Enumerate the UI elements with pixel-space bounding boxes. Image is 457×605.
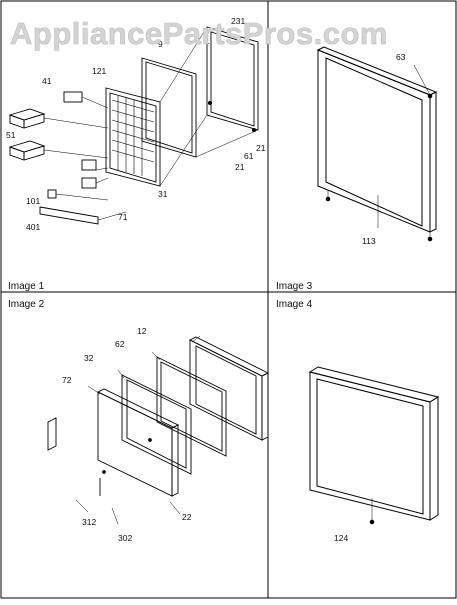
callout-72: 72 [62,375,72,385]
callout-121: 121 [92,66,106,76]
panel-label-image1: Image 1 [8,281,45,292]
bottom-door-shelf [39,206,99,225]
inner-door-panel [141,57,197,158]
dairy-bin [63,91,83,103]
callout-62: 62 [115,339,125,349]
callout-61: 61 [244,151,254,161]
callout-124: 124 [334,533,348,543]
shelf-bracket-lower [81,177,97,189]
callout-312: 312 [82,517,96,527]
door-shelf-lower [8,140,46,153]
callout-113: 113 [362,236,376,246]
callout-63: 63 [396,52,406,62]
callout-1: 1 [205,36,210,46]
image1-drawing [8,26,259,225]
callout-21a: 21 [256,143,266,153]
handle-312 [47,417,57,451]
callout-32: 32 [84,353,94,363]
image2-callouts: 12 62 32 72 312 302 22 [62,326,192,543]
gasket-62 [156,356,227,457]
door-frame-image3 [317,49,431,233]
panel-label-image2: Image 2 [8,299,45,310]
image2-drawing [47,335,270,525]
panel-label-image4: Image 4 [276,299,313,310]
callout-9: 9 [158,39,163,49]
door-frame-image4 [309,371,431,521]
callout-41: 41 [42,76,52,86]
shelf-bracket-upper [81,159,97,171]
callout-22: 22 [182,512,192,522]
image4-drawing [308,366,440,525]
callout-302: 302 [118,533,132,543]
callout-21b: 21 [235,162,245,172]
callout-231: 231 [231,16,245,26]
door-liner [105,87,161,187]
image4-callouts: 124 [334,533,348,543]
callout-12: 12 [137,326,147,336]
callout-401: 401 [26,222,40,232]
inner-frame-32 [121,374,192,475]
image1-callouts: 231 9 1 41 121 51 61 21 21 31 101 71 401 [6,16,266,232]
callout-51: 51 [6,130,16,140]
rear-gasket-frame [206,26,259,131]
shelf-end-cap [47,189,57,199]
image3-callouts: 63 113 [362,52,406,246]
callout-71: 71 [118,212,128,222]
image3-drawing [316,46,438,242]
door-shelf-upper [8,108,46,121]
panel-label-image3: Image 3 [276,281,313,292]
callout-101: 101 [26,196,40,206]
callout-31: 31 [158,189,168,199]
